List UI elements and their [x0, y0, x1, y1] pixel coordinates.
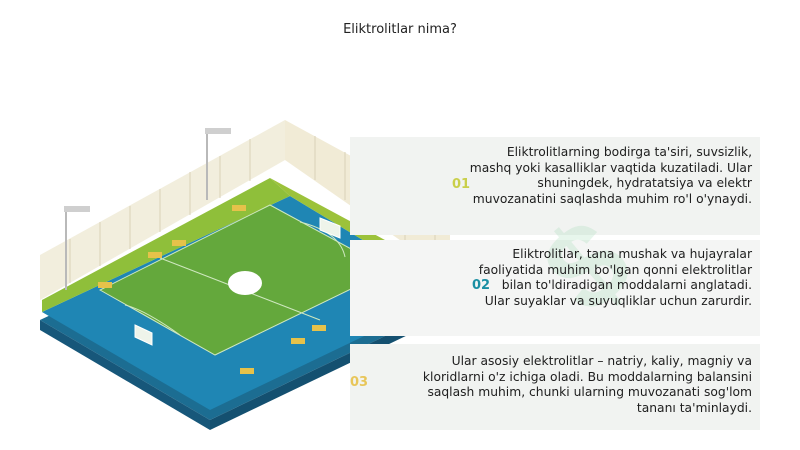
item-number-1: 01 — [452, 177, 471, 192]
item-panel-3 — [350, 344, 760, 430]
item-panel-1 — [350, 137, 760, 235]
item-text-2: Eliktrolitlar, tana mushak va hujayralar… — [478, 247, 752, 308]
item-panel-2 — [350, 240, 760, 336]
item-text-1: Eliktrolitlarning bodirga ta'siri, suvsi… — [469, 145, 752, 206]
page-title: Eliktrolitlar nima? — [343, 22, 457, 37]
item-number-3: 03 — [350, 375, 369, 390]
item-text-3: Ular asosiy elektrolitlar – natriy, kali… — [422, 354, 752, 415]
item-number-2: 02 — [472, 278, 491, 293]
